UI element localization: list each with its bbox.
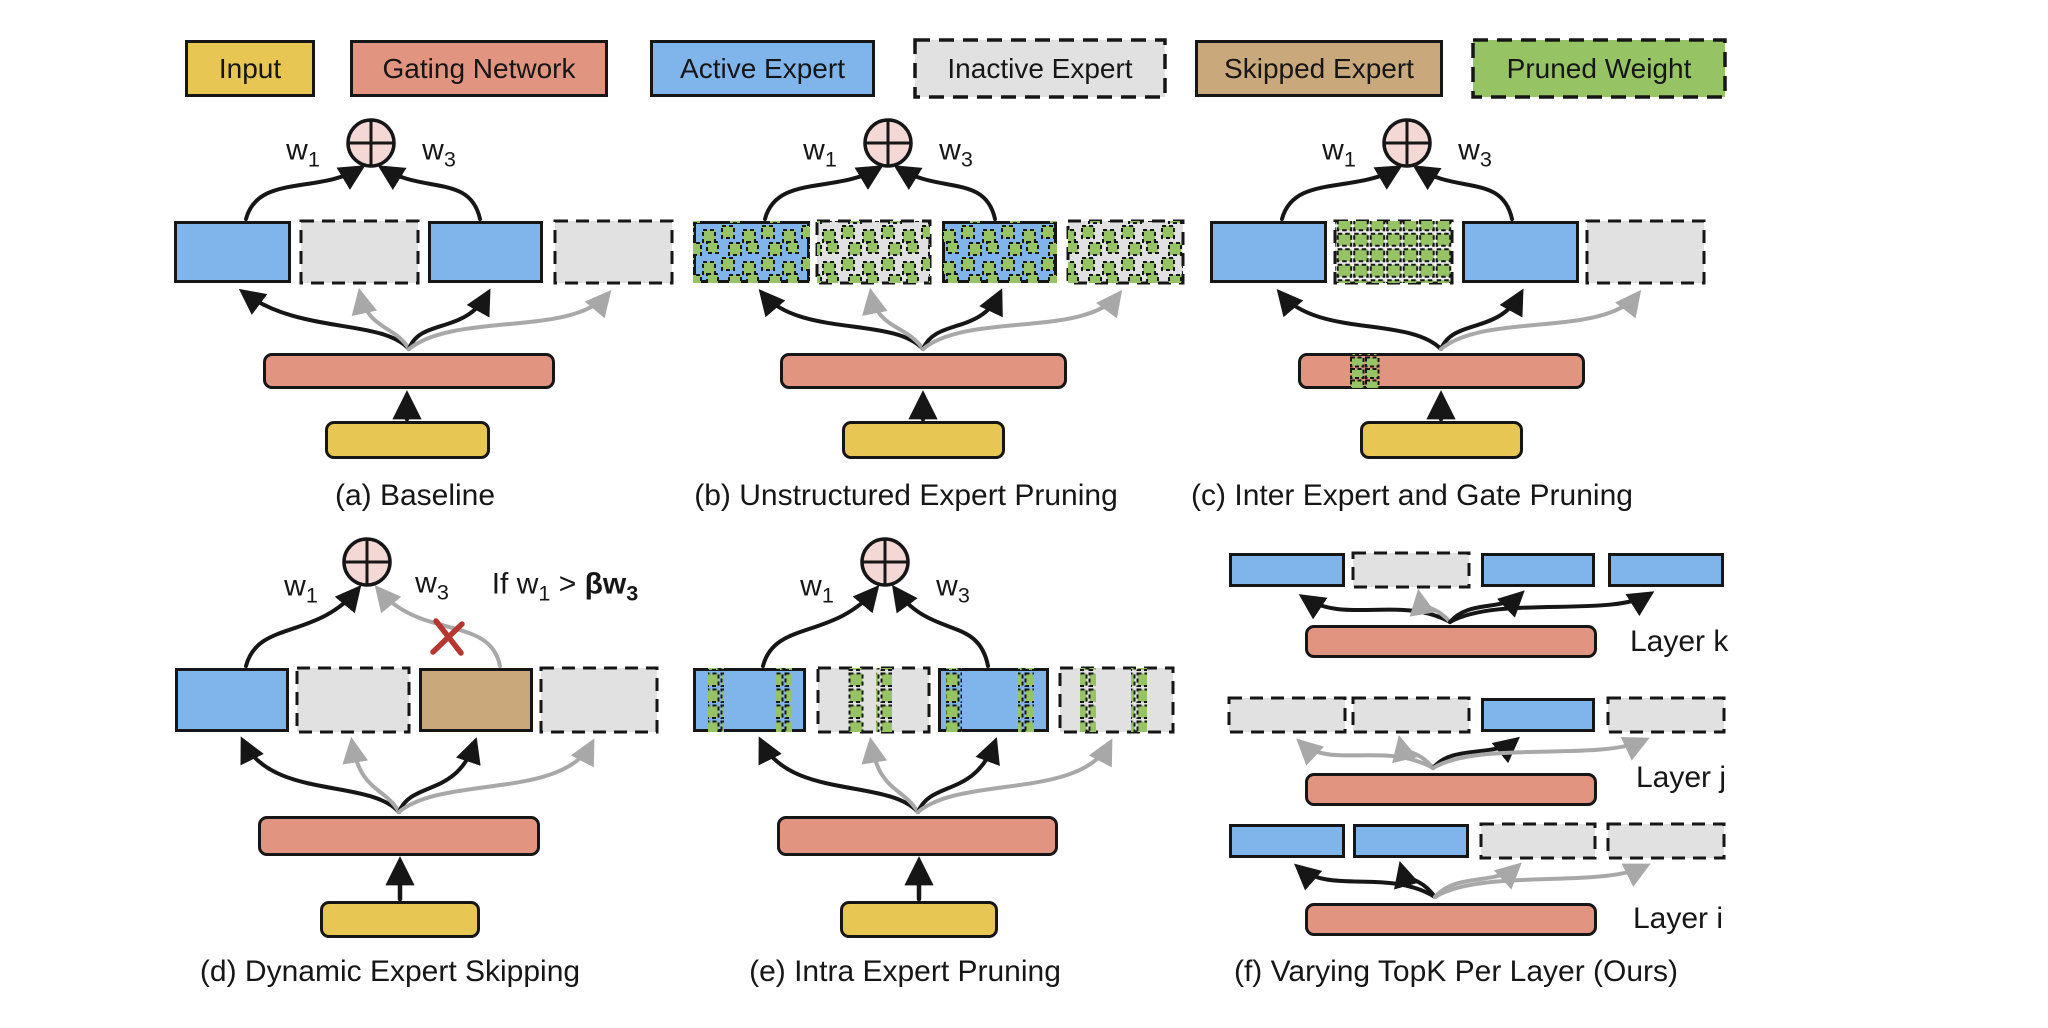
panel-b-input-box (842, 421, 1005, 459)
panel-a-expert-2-inactive (301, 221, 418, 283)
panel-c-expert-4-inactive (1587, 221, 1704, 283)
red-cross-icon (430, 618, 465, 656)
panel-d-sum-icon (342, 537, 392, 587)
panel-c-expert-3-active (1462, 221, 1579, 283)
panel-f-layeri-label: Layer i (1633, 902, 1724, 935)
panel-c-weight-w3: w3 (1458, 133, 1492, 172)
panel-f-layerj-label: Layer j (1636, 761, 1727, 794)
panel-f-layerk-expert-2-inactive (1353, 553, 1469, 587)
legend-label-pruned-weight: Pruned Weight (1506, 52, 1692, 84)
panel-a-gating-network-bar (263, 353, 555, 389)
panel-b-gating-network-bar (780, 353, 1067, 389)
panel-e-expert-3-active-pruned (938, 668, 1049, 732)
panel-e-expert-2-inactive-pruned (818, 668, 929, 732)
panel-b-expert-2-inactive-pruned (817, 221, 930, 283)
panel-f-layerj-gating-network-bar (1305, 773, 1597, 806)
legend-swatch-gating-network: Gating Network (350, 40, 608, 97)
panel-f-layerj-arrows (1296, 734, 1650, 770)
panel-f-layerk-expert-3-active (1481, 553, 1595, 587)
legend-label-active-expert: Active Expert (680, 52, 845, 84)
legend-swatch-input: Input (185, 40, 315, 97)
panel-c-gating-network-bar (1298, 353, 1585, 389)
legend-label-input: Input (218, 52, 282, 84)
panel-e-weight-w3: w3 (936, 569, 970, 608)
legend-swatch-skipped-expert: Skipped Expert (1195, 40, 1443, 97)
panel-b-weight-w3: w3 (939, 133, 973, 172)
inactive-expert-dashed-borders (295, 219, 1726, 860)
panel-a-expert-4-inactive (555, 221, 672, 283)
panel-e-sum-icon (860, 537, 910, 587)
panel-c-weight-w1: w1 (1322, 133, 1356, 172)
panel-f-layerk-expert-4-active (1608, 553, 1724, 587)
panel-e-weight-w1: w1 (800, 569, 834, 608)
panel-b-expert-4-inactive-pruned (1068, 221, 1183, 283)
legend-label-gating-network: Gating Network (382, 52, 576, 84)
panel-d-expert-3-skipped (419, 668, 533, 732)
panel-f-layeri-gating-network-bar (1305, 903, 1597, 936)
panel-a-input-box (325, 421, 490, 459)
panel-a-weight-w1: w1 (286, 133, 320, 172)
panel-f-layerk-expert-1-active (1229, 553, 1345, 587)
panel-e-gating-network-bar (777, 816, 1058, 856)
panel-a-weight-w3: w3 (422, 133, 456, 172)
panel-f-layeri-expert-3-inactive (1481, 824, 1595, 858)
panel-f-layerk-gating-network-bar (1305, 625, 1597, 658)
panel-f-layerj-expert-3-active (1481, 698, 1595, 732)
panel-d-expert-4-inactive (541, 668, 657, 732)
panel-e-expert-1-active-pruned (693, 668, 806, 732)
panel-d-expert-2-inactive (297, 668, 409, 732)
panel-d-weight-w1: w1 (284, 569, 318, 608)
legend-swatch-inactive-expert: Inactive Expert (915, 40, 1165, 97)
panel-a-expert-3-active (428, 221, 543, 283)
panel-f-layerk-label: Layer k (1630, 625, 1729, 658)
panel-f-layerj-expert-4-inactive (1608, 698, 1724, 732)
panel-d-gating-network-bar (258, 816, 540, 856)
legend-label-skipped-expert: Skipped Expert (1224, 52, 1414, 84)
panel-c-caption: (c) Inter Expert and Gate Pruning (1191, 479, 1633, 512)
panel-d-input-box (320, 901, 480, 938)
panel-b-weight-w1: w1 (803, 133, 837, 172)
panel-a-caption: (a) Baseline (334, 479, 496, 512)
panel-c-expert-1-active (1210, 221, 1327, 283)
panel-f-layerk-arrows (1298, 588, 1655, 624)
panel-c-input-box (1360, 421, 1523, 459)
panel-b-caption: (b) Unstructured Expert Pruning (694, 479, 1118, 512)
panel-b-expert-3-active-pruned (942, 221, 1057, 283)
panel-f-layeri-expert-1-active (1229, 824, 1345, 858)
panel-e-caption: (e) Intra Expert Pruning (749, 955, 1061, 988)
panel-d-expert-1-active (175, 668, 289, 732)
panel-b-expert-1-active-pruned (693, 221, 810, 283)
panel-e-input-box (840, 901, 998, 938)
panel-c-expert-2-fully-pruned (1335, 221, 1452, 283)
panel-f-layeri-expert-2-active (1353, 824, 1469, 858)
panel-a-expert-1-active (174, 221, 291, 283)
panel-d-skip-condition: If w1 > βw3 (491, 567, 639, 606)
legend-swatch-pruned-weight: Pruned Weight (1473, 40, 1725, 97)
panel-d-caption: (d) Dynamic Expert Skipping (199, 955, 581, 988)
panel-f-layerj-expert-2-inactive (1353, 698, 1469, 732)
panel-c-sum-icon (1382, 118, 1432, 168)
legend-label-inactive-expert: Inactive Expert (947, 52, 1133, 84)
panel-d-weight-w3: w3 (415, 566, 449, 605)
panel-b-sum-icon (863, 118, 913, 168)
panel-a-sum-icon (346, 118, 396, 168)
panel-f-layerj-expert-1-inactive (1229, 698, 1345, 732)
panel-e-expert-4-inactive-pruned (1060, 668, 1173, 732)
panel-f-layeri-arrows (1294, 860, 1651, 899)
panel-f-layeri-expert-4-inactive (1608, 824, 1724, 858)
panel-f-caption: (f) Varying TopK Per Layer (Ours) (1233, 955, 1679, 988)
legend-swatch-active-expert: Active Expert (650, 40, 875, 97)
